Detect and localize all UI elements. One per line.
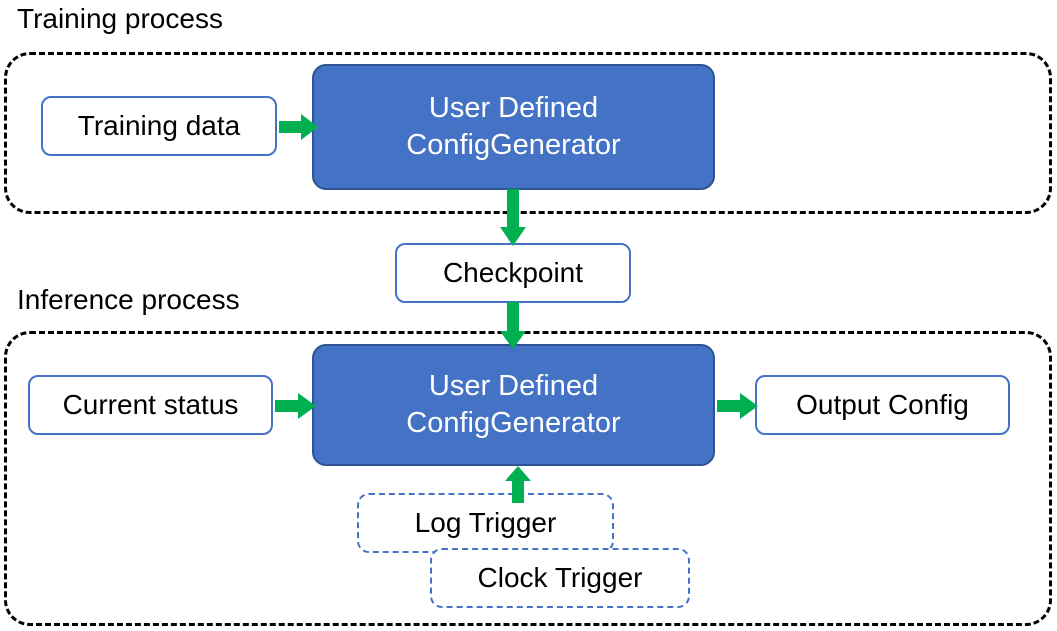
- training-process-group: [4, 52, 1052, 214]
- node-clock-trigger[interactable]: Clock Trigger: [430, 548, 690, 608]
- node-label-line-1: User Defined: [428, 92, 599, 124]
- node-label-line-2: ConfigGenerator: [406, 407, 621, 439]
- node-label-line-1: User Defined: [428, 370, 599, 402]
- node-log-trigger[interactable]: Log Trigger: [357, 493, 614, 553]
- node-training-user-defined-configgenerator[interactable]: User Defined ConfigGenerator: [312, 64, 715, 190]
- arrow-triggers-to-generator-icon: [503, 466, 533, 504]
- node-current-status[interactable]: Current status: [28, 375, 273, 435]
- arrow-current-status-to-generator-icon: [275, 390, 317, 422]
- node-output-config[interactable]: Output Config: [755, 375, 1010, 435]
- arrow-training-data-to-generator-icon: [279, 111, 319, 143]
- node-checkpoint[interactable]: Checkpoint: [395, 243, 631, 303]
- node-inference-user-defined-configgenerator[interactable]: User Defined ConfigGenerator: [312, 344, 715, 466]
- node-training-data[interactable]: Training data: [41, 96, 277, 156]
- node-label-line-2: ConfigGenerator: [406, 129, 621, 161]
- arrow-generator-to-checkpoint-icon: [497, 189, 529, 247]
- arrow-generator-to-output-config-icon: [717, 390, 759, 422]
- arrow-checkpoint-to-inference-generator-icon: [497, 302, 529, 350]
- inference-process-title: Inference process: [17, 284, 240, 315]
- training-process-title: Training process: [17, 3, 223, 34]
- inference-process-group: [4, 331, 1052, 626]
